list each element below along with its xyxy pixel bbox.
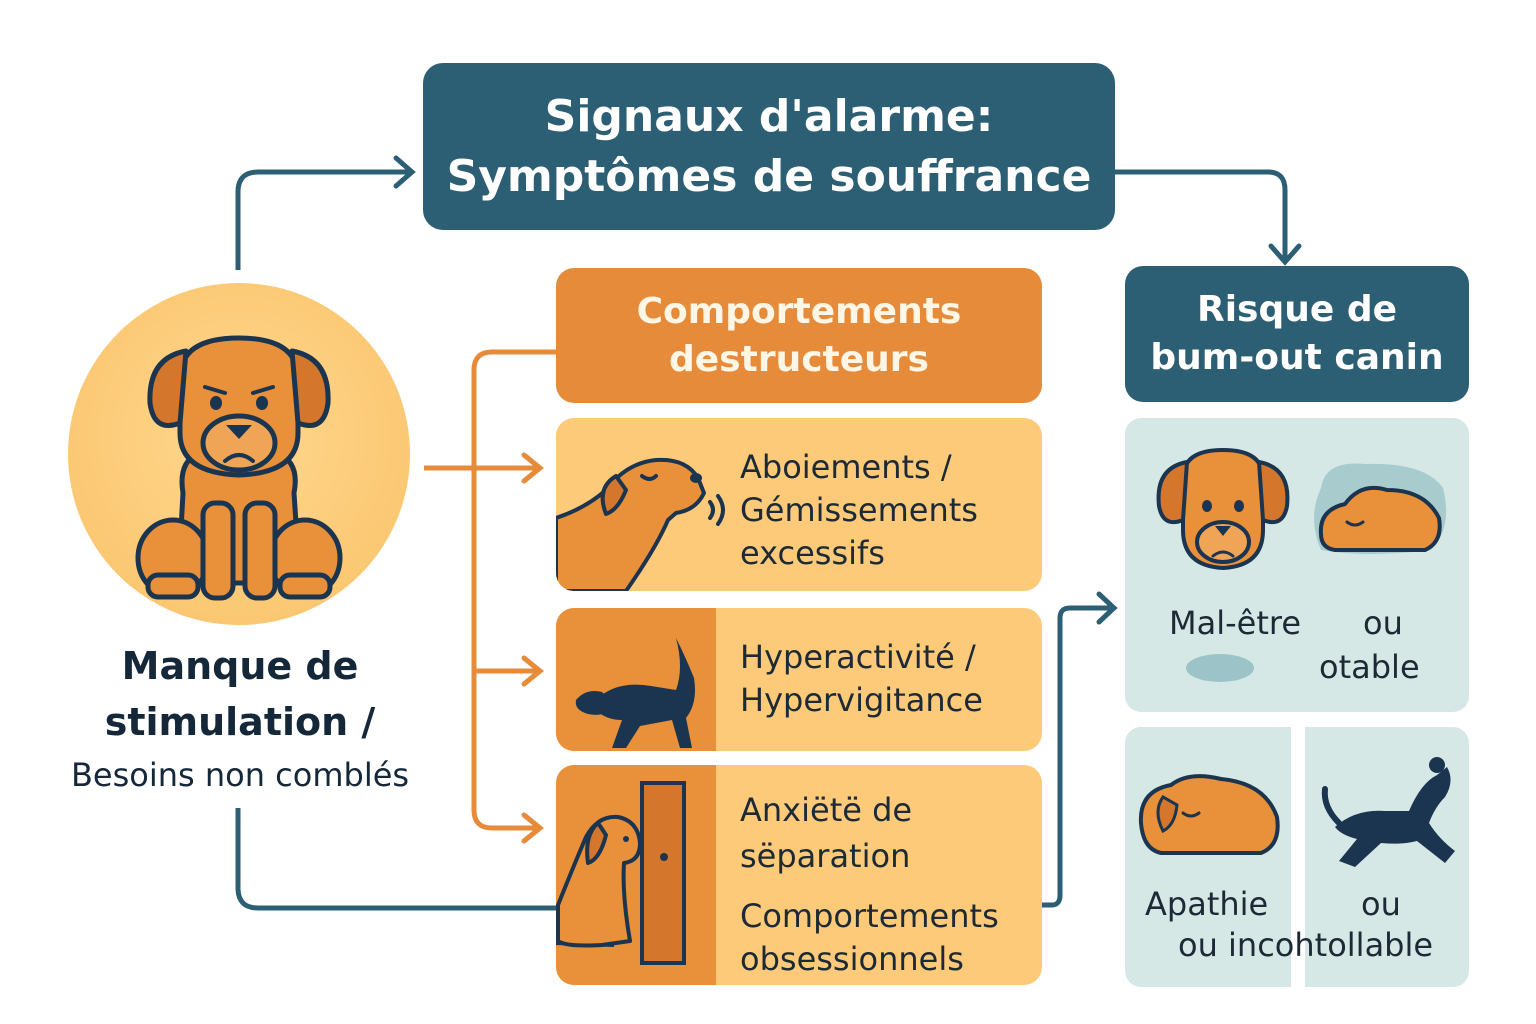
risk-panel2-left: Apathie: [1145, 885, 1269, 923]
lying-dog-icon: [1138, 774, 1280, 855]
behavior-3-line-3: Comportements: [740, 897, 999, 935]
sad-dog-face-icon: [1156, 448, 1290, 570]
risk-panel2-bottom: ou incohtollable: [1178, 926, 1434, 964]
behavior-2-line-2: Hypervigitance: [740, 681, 983, 719]
sad-dog-icon: [135, 335, 343, 601]
risk-panel1-right: ou: [1363, 604, 1403, 642]
cause-line-3: Besoins non comblés: [70, 756, 410, 794]
behavior-1-line-2: Gémissements: [740, 491, 978, 529]
behavior-1-line-1: Aboiements /: [740, 448, 952, 486]
cause-circle: [68, 283, 410, 625]
cause-line-2: stimulation /: [104, 700, 376, 744]
behavior-3-line-4: obsessionnels: [740, 940, 964, 978]
behaviors-header-line-2: destructeurs: [669, 338, 929, 380]
dog-at-door-icon: [556, 765, 716, 985]
behavior-2-line-1: Hyperactivité /: [740, 638, 976, 676]
running-dog-icon: [1321, 757, 1455, 867]
behavior-3-line-2: sëparation: [740, 837, 911, 875]
behaviors-header-line-1: Comportements: [636, 290, 962, 332]
title-line-1: Signaux d'alarme:: [544, 90, 994, 142]
barking-dog-icon: [556, 457, 725, 591]
cause-line-1: Manque de: [121, 644, 359, 688]
hyperactive-dog-icon: [556, 608, 716, 751]
arrow-card3-to-risk: [1042, 605, 1110, 908]
risk-panel-malaise: Mal-être ou otable: [1125, 418, 1469, 712]
risk-panel-apathy: Apathie: [1125, 727, 1291, 987]
arrow-head-risk: [1268, 243, 1302, 266]
risk-header-line-2: bum-out canin: [1150, 337, 1444, 378]
title-line-2: Symptômes de souffrance: [446, 150, 1092, 202]
behavior-1-line-3: excessifs: [740, 534, 885, 572]
behavior-card-anxiety: Anxiëtë de sëparation Comportements obse…: [556, 765, 1042, 985]
behavior-card-barking: Aboiements / Gémissements excessifs: [556, 418, 1042, 591]
risk-header: Risque de bum-out canin: [1125, 266, 1469, 402]
risk-panel2-right: ou: [1361, 885, 1401, 923]
arrow-title-to-risk: [1115, 169, 1288, 258]
diagram-title: Signaux d'alarme: Symptômes de souffranc…: [423, 63, 1115, 230]
risk-header-line-1: Risque de: [1196, 289, 1398, 330]
orange-branch: [471, 349, 556, 831]
behavior-3-line-1: Anxiëtë de: [740, 791, 913, 829]
arrow-head-risk-panel: [1096, 591, 1118, 625]
risk-panel1-left: Mal-être: [1169, 604, 1302, 642]
sleeping-dog-icon: [1186, 463, 1447, 682]
behavior-card-hyperactivity: Hyperactivité / Hypervigitance: [556, 608, 1042, 751]
arrow-cause-to-title: [235, 169, 408, 270]
arrow-cause-bottom: [235, 808, 556, 911]
cause-text: Manque de stimulation / Besoins non comb…: [30, 638, 450, 800]
risk-panel1-right2: otable: [1319, 648, 1420, 686]
risk-panel-agitation: ou: [1305, 727, 1469, 987]
arrow-head-title: [393, 155, 416, 189]
behaviors-header: Comportements destructeurs: [556, 268, 1042, 403]
